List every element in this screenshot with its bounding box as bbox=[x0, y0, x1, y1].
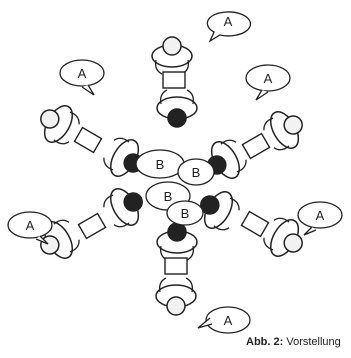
desk bbox=[241, 212, 268, 237]
bubble-label: B bbox=[156, 157, 165, 172]
speech-bubble-b-upper-right: B bbox=[178, 159, 214, 185]
speech-bubble-a-upper-left: A bbox=[60, 60, 104, 95]
speech-bubble-b-upper-left: B bbox=[136, 150, 184, 178]
desk bbox=[242, 134, 269, 159]
interviewee-person bbox=[99, 180, 151, 233]
figure-caption: Abb. 2: Vorstellung bbox=[246, 336, 341, 348]
bubble-label: A bbox=[78, 66, 87, 81]
desk bbox=[78, 214, 105, 239]
pair-lower-right bbox=[192, 183, 311, 265]
bubble-label: A bbox=[224, 313, 233, 328]
interviewee-person bbox=[157, 90, 197, 127]
speech-bubble-a-bottom: A bbox=[198, 307, 250, 333]
bubble-label: A bbox=[264, 71, 273, 86]
bubble-label: A bbox=[316, 208, 325, 223]
speech-bubble-b-lower-right: B bbox=[167, 201, 203, 225]
speech-bubble-a-top: A bbox=[207, 12, 250, 41]
pair-bottom bbox=[156, 223, 197, 315]
bubble-label: B bbox=[181, 206, 190, 221]
interviewee-person bbox=[157, 223, 197, 260]
desk bbox=[74, 128, 101, 153]
pair-upper-left bbox=[32, 97, 151, 185]
bubble-label: A bbox=[26, 218, 35, 233]
caption-text: Vorstellung bbox=[286, 336, 340, 348]
bubble-label: B bbox=[192, 165, 201, 180]
bubble-label: B bbox=[164, 189, 173, 204]
desk bbox=[163, 72, 185, 88]
desk bbox=[165, 258, 187, 274]
speech-bubble-a-lower-right: A bbox=[298, 202, 342, 235]
interviewer-person bbox=[152, 37, 192, 74]
interviewer-person bbox=[156, 278, 196, 315]
speech-bubble-a-upper-right: A bbox=[246, 65, 290, 100]
caption-prefix: Abb. 2: bbox=[246, 336, 283, 348]
bubble-label: A bbox=[224, 14, 233, 29]
pair-upper-right bbox=[199, 103, 311, 187]
pair-top bbox=[152, 37, 197, 127]
